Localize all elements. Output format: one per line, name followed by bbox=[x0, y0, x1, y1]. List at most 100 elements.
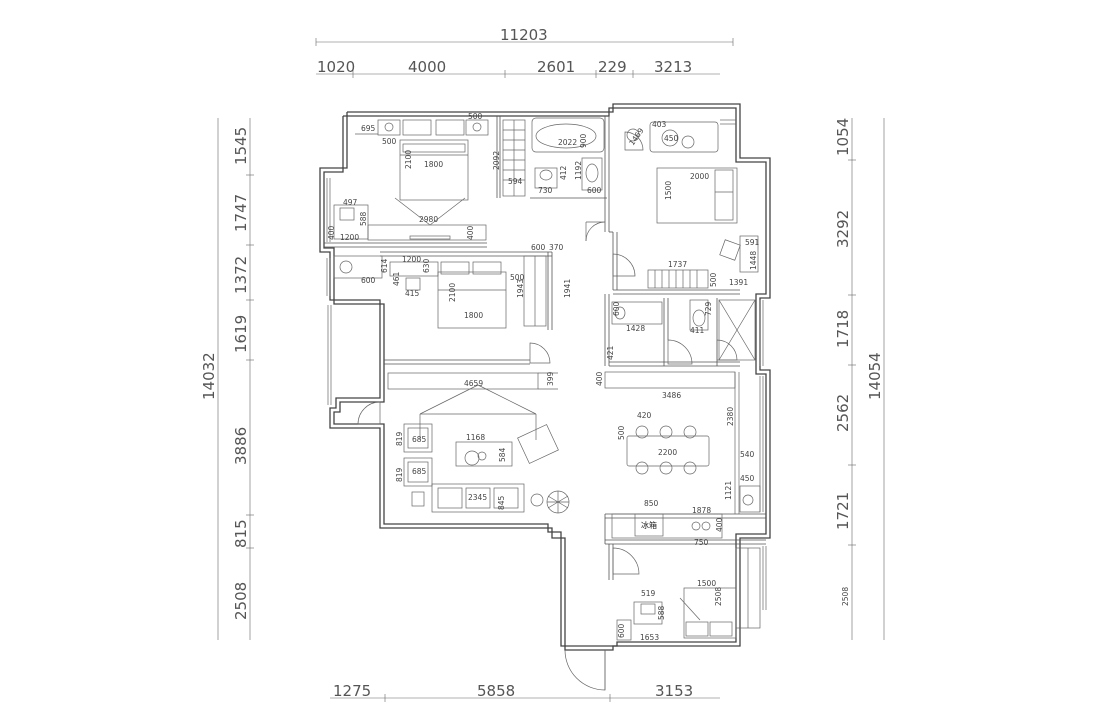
note-420: 420 bbox=[637, 411, 652, 420]
dim-left-1545: 1545 bbox=[232, 127, 250, 165]
note-500-e: 500 bbox=[617, 425, 626, 440]
furniture bbox=[333, 117, 761, 641]
note-600-d: 600 bbox=[612, 301, 621, 316]
windows bbox=[326, 119, 767, 610]
note-1941: 1941 bbox=[563, 279, 572, 298]
dim-right-2562: 2562 bbox=[834, 394, 852, 432]
note-2000: 2000 bbox=[690, 172, 709, 181]
note-588-b: 588 bbox=[657, 605, 666, 620]
note-1192: 1192 bbox=[574, 161, 583, 180]
dim-left-1372: 1372 bbox=[232, 256, 250, 294]
note-403: 403 bbox=[652, 120, 667, 129]
note-412: 412 bbox=[559, 165, 568, 180]
note-500-a: 500 bbox=[382, 137, 397, 146]
dim-left-815: 815 bbox=[232, 519, 250, 548]
note-1943: 1943 bbox=[516, 279, 525, 298]
note-3486: 3486 bbox=[662, 391, 681, 400]
note-2092: 2092 bbox=[492, 151, 501, 170]
dim-right-3292: 3292 bbox=[834, 210, 852, 248]
note-2022: 2022 bbox=[558, 138, 577, 147]
dim-top-229: 229 bbox=[598, 58, 627, 76]
note-415: 415 bbox=[405, 289, 420, 298]
dim-bottom-5858: 5858 bbox=[477, 682, 515, 700]
note-685-b: 685 bbox=[412, 467, 427, 476]
note-584: 584 bbox=[498, 447, 507, 462]
fridge-label: 冰箱 bbox=[641, 520, 657, 530]
note-600-b: 600 bbox=[361, 276, 376, 285]
dim-right-1718: 1718 bbox=[834, 310, 852, 348]
note-630: 630 bbox=[422, 258, 431, 273]
dim-top-total: 11203 bbox=[500, 26, 548, 44]
note-4659: 4659 bbox=[464, 379, 483, 388]
note-695: 695 bbox=[361, 124, 376, 133]
note-411: 411 bbox=[690, 326, 705, 335]
note-1200-b: 1200 bbox=[402, 255, 421, 264]
note-1428: 1428 bbox=[626, 324, 645, 333]
note-2380: 2380 bbox=[726, 407, 735, 426]
note-2345: 2345 bbox=[468, 493, 487, 502]
annotations: 695 500 500 2100 1800 2980 497 1200 400 … bbox=[327, 112, 760, 642]
dim-top-4000: 4000 bbox=[408, 58, 446, 76]
note-421: 421 bbox=[606, 345, 615, 360]
note-1653: 1653 bbox=[640, 633, 659, 642]
note-729: 729 bbox=[704, 301, 713, 316]
dim-left-1619: 1619 bbox=[232, 315, 250, 353]
note-500-d: 500 bbox=[510, 273, 525, 282]
dim-left-1747: 1747 bbox=[232, 194, 250, 232]
note-2200: 2200 bbox=[658, 448, 677, 457]
note-500-b: 500 bbox=[468, 112, 483, 121]
note-591: 591 bbox=[745, 238, 760, 247]
dim-right-2508: 2508 bbox=[841, 587, 850, 606]
note-519: 519 bbox=[641, 589, 656, 598]
note-2100-a: 2100 bbox=[404, 150, 413, 169]
note-1121: 1121 bbox=[724, 481, 733, 500]
note-500-c: 500 bbox=[709, 272, 718, 287]
note-614: 614 bbox=[380, 258, 389, 273]
note-600-e: 600 bbox=[617, 623, 626, 638]
note-600-c: 600 bbox=[531, 243, 546, 252]
note-594: 594 bbox=[508, 177, 523, 186]
dim-top-2601: 2601 bbox=[537, 58, 575, 76]
note-1200-a: 1200 bbox=[340, 233, 359, 242]
note-1500-b: 1500 bbox=[697, 579, 716, 588]
doors bbox=[357, 131, 738, 691]
note-850: 850 bbox=[644, 499, 659, 508]
dim-bottom-3153: 3153 bbox=[655, 682, 693, 700]
note-819-a: 819 bbox=[395, 431, 404, 446]
note-845: 845 bbox=[497, 495, 506, 510]
interior-walls bbox=[324, 116, 766, 580]
note-1469: 1469 bbox=[627, 126, 645, 147]
note-1500-a: 1500 bbox=[664, 181, 673, 200]
note-2508-s: 2508 bbox=[714, 587, 723, 606]
note-370: 370 bbox=[549, 243, 564, 252]
dimension-lines bbox=[217, 38, 885, 702]
note-1800-b: 1800 bbox=[464, 311, 483, 320]
note-450-a: 450 bbox=[664, 134, 679, 143]
dim-left-total: 14032 bbox=[200, 352, 218, 400]
note-2980: 2980 bbox=[419, 215, 438, 224]
note-497: 497 bbox=[343, 198, 358, 207]
note-600-a: 600 bbox=[587, 186, 602, 195]
note-1391: 1391 bbox=[729, 278, 748, 287]
note-588-a: 588 bbox=[359, 211, 368, 226]
dim-right-total: 14054 bbox=[866, 352, 884, 400]
note-1168: 1168 bbox=[466, 433, 485, 442]
note-2100-b: 2100 bbox=[448, 283, 457, 302]
note-1448: 1448 bbox=[749, 251, 758, 270]
note-1878: 1878 bbox=[692, 506, 711, 515]
note-450-b: 450 bbox=[740, 474, 755, 483]
note-730: 730 bbox=[538, 186, 553, 195]
note-819-b: 819 bbox=[395, 467, 404, 482]
note-400-b: 400 bbox=[466, 225, 475, 240]
dim-bottom-1275: 1275 bbox=[333, 682, 371, 700]
dim-top-1020: 1020 bbox=[317, 58, 355, 76]
note-400-c: 400 bbox=[595, 371, 604, 386]
note-399: 399 bbox=[546, 371, 555, 386]
dim-right-1721: 1721 bbox=[834, 492, 852, 530]
note-540: 540 bbox=[740, 450, 755, 459]
dim-top-3213: 3213 bbox=[654, 58, 692, 76]
dim-right-1054: 1054 bbox=[834, 118, 852, 156]
note-1737: 1737 bbox=[668, 260, 687, 269]
dim-left-3886: 3886 bbox=[232, 427, 250, 465]
